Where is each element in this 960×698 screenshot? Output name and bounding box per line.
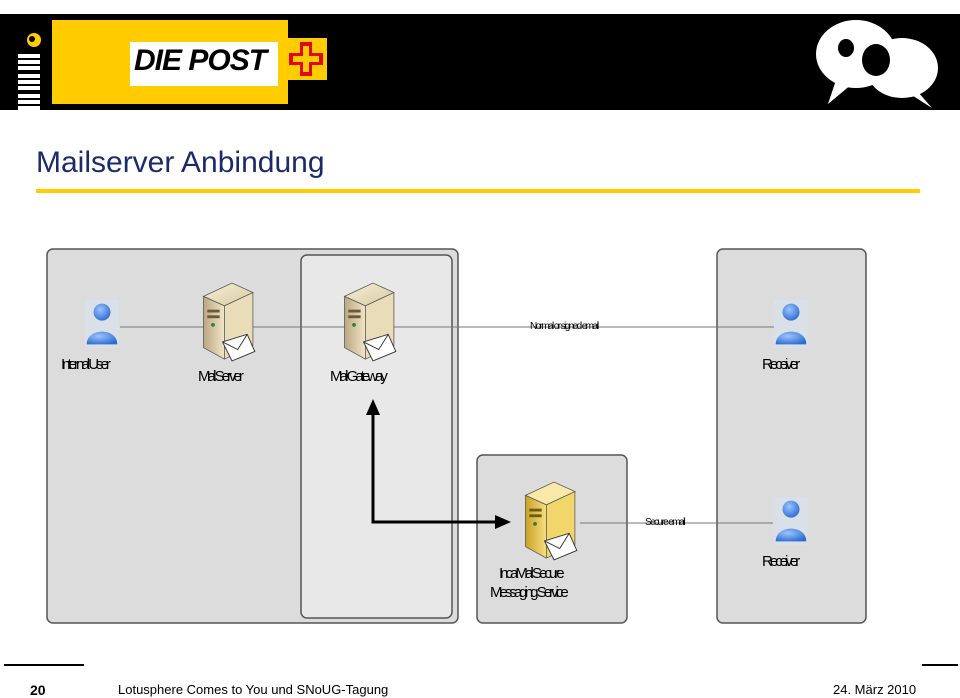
incamail-label-line2: Messaging Service (490, 584, 568, 601)
external-receivers-panel (716, 248, 867, 624)
internal-user-icon (85, 300, 119, 348)
ibm-logo-icon (18, 33, 41, 110)
footer-rule-left (4, 664, 84, 666)
mail-gateway-icon (344, 282, 397, 362)
receiver-bottom-label: Receiver (762, 553, 800, 570)
mail-server-icon (203, 282, 256, 362)
mail-gateway-label: Mail Gateway (330, 368, 388, 385)
title-underline (36, 189, 920, 193)
footer-rule-right (922, 664, 958, 666)
header-bar: DIE POST (0, 14, 960, 110)
receiver-bottom-icon (774, 497, 808, 545)
page-title: Mailserver Anbindung (36, 146, 325, 179)
incamail-server-icon (525, 481, 578, 561)
internal-user-label: Internal User (61, 356, 111, 373)
dmz-panel (300, 254, 453, 619)
incamail-label-line1: IncaMail Secure (499, 565, 564, 582)
normal-email-label: Normal or signed email (530, 321, 599, 332)
footer-event: Lotusphere Comes to You und SNoUG-Tagung (118, 682, 389, 697)
gateway-incamail-arrow (366, 399, 511, 529)
swiss-cross-icon (285, 38, 327, 80)
page-number: 20 (30, 682, 46, 698)
mail-server-label: Mail Server (198, 368, 244, 385)
secure-email-label: Secure email (645, 517, 686, 528)
footer-date: 24. März 2010 (833, 682, 917, 697)
die-post-logo: DIE POST (52, 20, 327, 104)
receiver-top-icon (774, 300, 808, 348)
die-post-logo-text: DIE POST (134, 44, 267, 77)
speech-bubbles-icon (816, 20, 938, 108)
receiver-top-label: Receiver (762, 356, 800, 373)
